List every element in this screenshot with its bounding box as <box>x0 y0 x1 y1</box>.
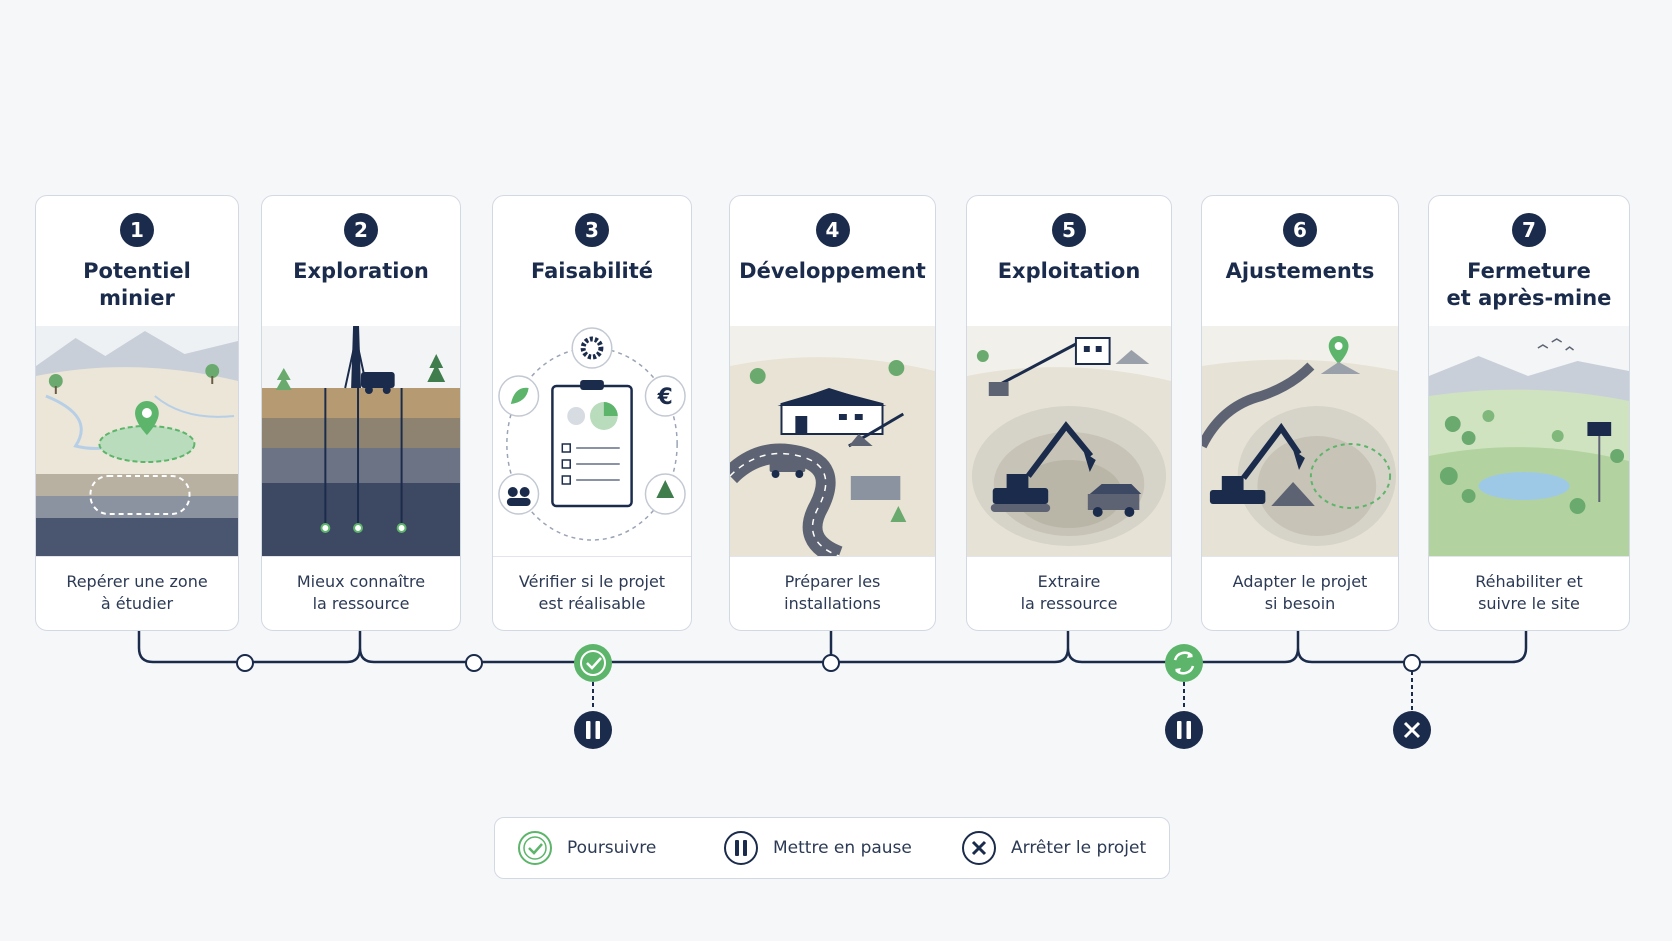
drilling-rig-illustration <box>262 326 460 556</box>
pause-icon <box>724 831 758 865</box>
stage-title: Ajustements <box>1225 259 1375 283</box>
legend-item-stop: Arrêter le projet <box>961 830 1146 866</box>
stage-title: Développement <box>739 259 926 283</box>
stage-card-5: 5 Exploitation Extraire la ressource <box>966 195 1172 631</box>
stage-number: 1 <box>120 213 154 247</box>
legend-box: Poursuivre Mettre en pause Arrêter le pr… <box>494 817 1170 879</box>
development-site-illustration <box>730 326 935 556</box>
decision-continue-check-icon <box>574 644 612 682</box>
timeline-node <box>822 654 840 672</box>
timeline-node <box>236 654 254 672</box>
stage-title: Faisabilité <box>530 259 654 283</box>
stage-card-3: 3 Faisabilité € Vérifier si le projet es… <box>492 195 692 631</box>
decision-pause-icon <box>1165 711 1203 749</box>
stage-card-6: 6 Ajustements Adapter le projet si besoi… <box>1201 195 1399 631</box>
feasibility-checklist-illustration: € <box>498 327 686 541</box>
stage-description: Préparer les installations <box>784 572 881 613</box>
stage-number: 6 <box>1283 213 1317 247</box>
timeline-node <box>1403 654 1421 672</box>
stage-number: 5 <box>1052 213 1086 247</box>
legend-item-pause: Mettre en pause <box>723 830 912 866</box>
stage-card-1: 1 Potentiel minier Repérer une zone à ét… <box>35 195 239 631</box>
mine-adjustment-illustration <box>1202 326 1398 556</box>
legend-label: Poursuivre <box>567 838 657 858</box>
stage-description: Adapter le projet si besoin <box>1232 572 1368 613</box>
card-separator <box>730 556 935 557</box>
stage-card-4: 4 Développement Préparer les installatio… <box>729 195 936 631</box>
card-separator <box>1429 556 1629 557</box>
card-separator <box>1202 556 1398 557</box>
stage-title: Potentiel minier <box>83 259 191 310</box>
geology-map-illustration <box>36 326 238 556</box>
close-icon <box>962 831 996 865</box>
stage-description: Vérifier si le projet est réalisable <box>518 572 666 613</box>
stage-description: Mieux connaître la ressource <box>296 572 426 613</box>
card-separator <box>36 556 238 557</box>
decision-cycle-refresh-icon <box>1165 644 1203 682</box>
stage-description: Réhabiliter et suivre le site <box>1475 572 1583 613</box>
stage-card-2: 2 Exploration Mieux connaître la ressour… <box>261 195 461 631</box>
card-separator <box>493 556 691 557</box>
legend-label: Arrêter le projet <box>1011 838 1147 858</box>
stage-title: Exploitation <box>997 259 1141 283</box>
stage-card-7: 7 Fermeture et après-mine Réhabiliter et… <box>1428 195 1630 631</box>
card-separator <box>967 556 1171 557</box>
decision-stop-close-icon <box>1393 711 1431 749</box>
legend-label: Mettre en pause <box>773 838 912 858</box>
stage-number: 3 <box>575 213 609 247</box>
stage-description: Repérer une zone à étudier <box>66 572 208 613</box>
card-separator <box>262 556 460 557</box>
open-pit-mine-illustration <box>967 326 1171 556</box>
stage-number: 2 <box>344 213 378 247</box>
timeline-node <box>465 654 483 672</box>
decision-pause-icon <box>574 711 612 749</box>
stage-description: Extraire la ressource <box>1020 572 1118 613</box>
stage-number: 7 <box>1512 213 1546 247</box>
svg-text:€: € <box>657 385 673 410</box>
stage-title: Exploration <box>293 259 429 283</box>
check-circle-icon <box>518 831 552 865</box>
stage-number: 4 <box>815 213 850 247</box>
legend-item-continue: Poursuivre <box>517 830 656 866</box>
stage-title: Fermeture et après-mine <box>1446 259 1612 310</box>
rehabilitated-site-illustration <box>1429 326 1629 556</box>
